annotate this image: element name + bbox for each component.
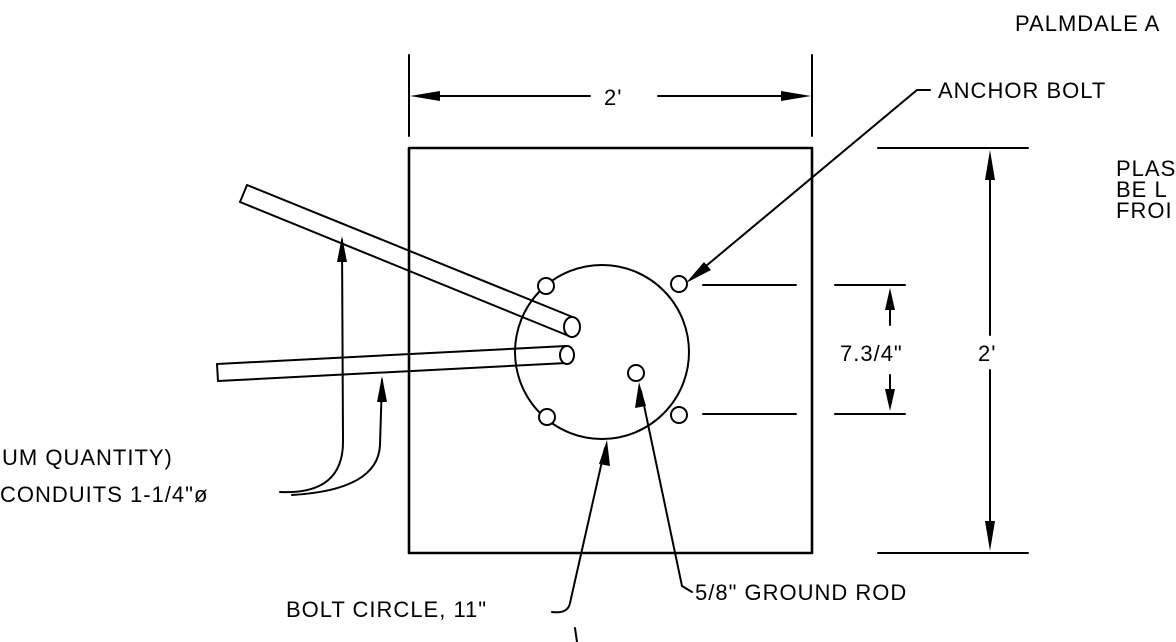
ground-rod-hole <box>627 364 645 382</box>
ground-rod-label: 5/8" GROUND ROD <box>695 580 907 605</box>
note-line-3: FROI <box>1116 198 1173 223</box>
bolt-spacing-dimension <box>702 284 906 415</box>
header-fragment: PALMDALE A <box>1015 11 1160 36</box>
conduit-quantity-label: UM QUANTITY) <box>2 445 173 470</box>
anchor-bolt-hole-tl <box>537 277 555 295</box>
conduit-upper <box>239 184 581 338</box>
conduit-leaders <box>279 236 387 496</box>
bolt-circle <box>514 264 690 440</box>
note-line-1: PLAS <box>1116 156 1176 181</box>
bolt-circle-leader <box>551 440 610 642</box>
bolt-spacing-label: 7.3/4" <box>840 341 903 366</box>
width-label: 2' <box>604 85 622 110</box>
concrete-pad <box>407 146 814 555</box>
anchor-bolt-label: ANCHOR BOLT <box>938 78 1106 103</box>
height-dimension <box>877 147 1029 554</box>
conduit-size-label: CONDUITS 1-1/4"ø <box>0 482 208 507</box>
note-line-2: BE L <box>1116 177 1168 202</box>
anchor-bolt-hole-tr <box>670 275 688 293</box>
anchor-bolt-hole-bl <box>538 408 556 426</box>
ground-rod-leader <box>635 382 693 593</box>
height-label: 2' <box>978 341 996 366</box>
width-dimension <box>408 54 813 137</box>
conduit-lower <box>216 345 575 382</box>
bolt-circle-label: BOLT CIRCLE, 11" <box>286 597 487 622</box>
anchor-bolt-leader <box>686 89 931 283</box>
anchor-bolt-hole-br <box>670 406 688 424</box>
